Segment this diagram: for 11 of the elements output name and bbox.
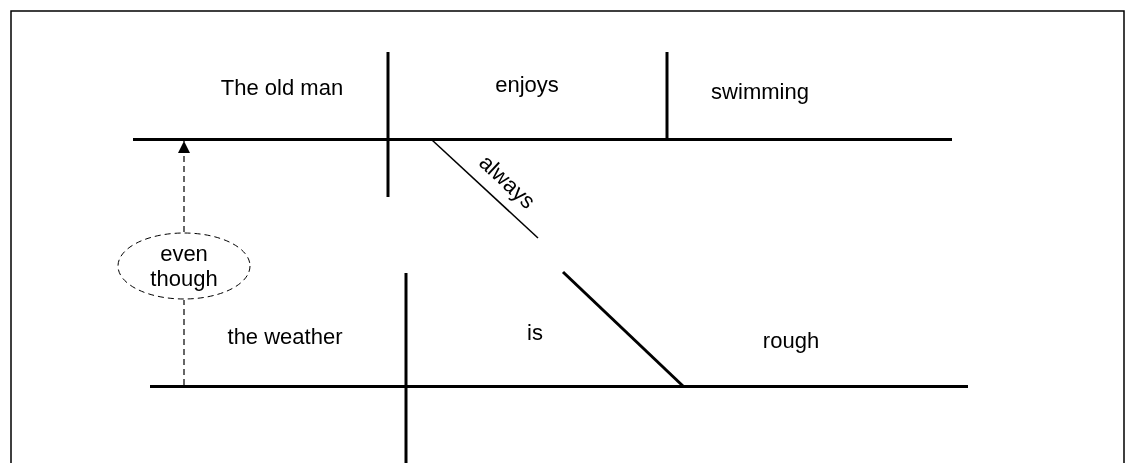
baseline [133, 138, 952, 141]
verb-text: enjoys [495, 72, 559, 98]
verb-text: is [527, 320, 543, 346]
conjunction-text: even though [149, 241, 219, 291]
baseline [150, 385, 968, 388]
subject-text: The old man [220, 75, 344, 101]
conjunction-ellipse [117, 232, 251, 300]
connector-arrow [178, 140, 190, 233]
object-text: swimming [711, 79, 809, 105]
predicate-adjective-text: rough [762, 328, 820, 354]
subject-text: the weather [227, 324, 343, 350]
